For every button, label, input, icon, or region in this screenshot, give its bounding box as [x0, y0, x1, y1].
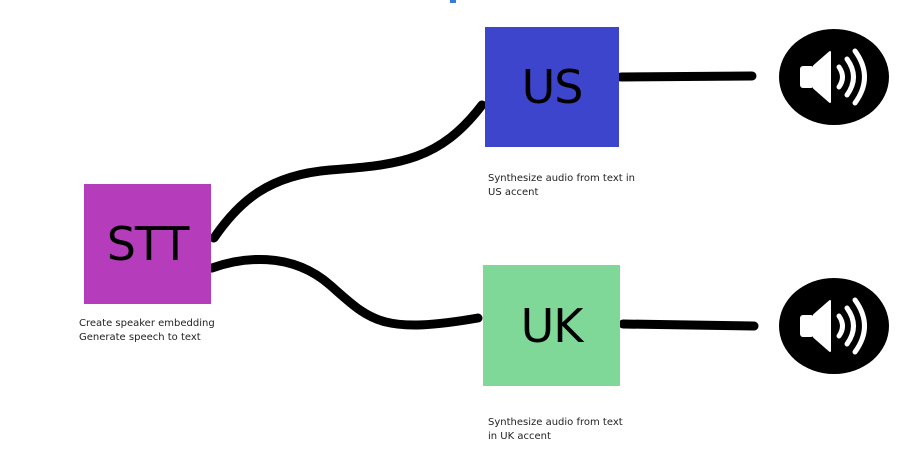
- uk-node-label: UK: [520, 298, 584, 353]
- uk-caption-line1: Synthesize audio from text: [488, 417, 623, 428]
- connector-stt-to-uk: [207, 255, 483, 330]
- speaker-icon: [779, 278, 889, 374]
- uk-caption: Synthesize audio from text in UK accent: [488, 416, 638, 444]
- stt-node-label: STT: [106, 217, 190, 271]
- connector-stt-to-us: [209, 100, 487, 243]
- uk-node: UK: [483, 265, 620, 386]
- speaker-icon: [779, 29, 889, 125]
- us-caption-line2: US accent: [488, 187, 539, 198]
- connector-us-to-speaker: [616, 71, 757, 82]
- connector-uk-to-speaker: [618, 319, 759, 331]
- us-node: US: [485, 27, 619, 147]
- us-caption: Synthesize audio from text in US accent: [488, 172, 648, 200]
- us-caption-line1: Synthesize audio from text in: [488, 173, 635, 184]
- stt-node: STT: [84, 184, 211, 304]
- stt-caption-line2: Generate speech to text: [79, 332, 201, 343]
- stt-caption-line1: Create speaker embedding: [79, 318, 215, 329]
- us-node-label: US: [521, 60, 584, 114]
- stt-caption: Create speaker embedding Generate speech…: [79, 317, 249, 345]
- uk-caption-line2: in UK accent: [488, 431, 551, 442]
- selection-handle: [450, 0, 456, 3]
